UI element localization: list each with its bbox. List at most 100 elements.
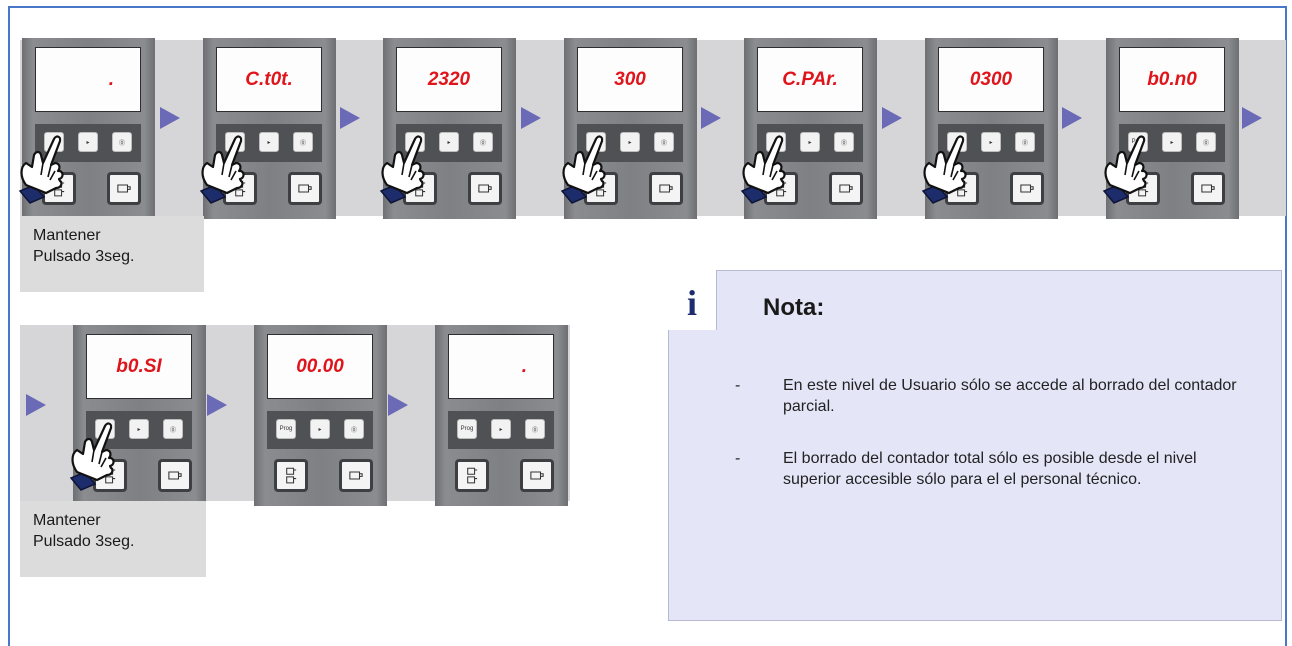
control-panel: C.PAr. ▸ ⓪ xyxy=(740,38,877,219)
next-key[interactable]: ▸ xyxy=(620,132,640,152)
next-key[interactable]: ▸ xyxy=(129,419,149,439)
power-key[interactable]: ⓪ xyxy=(1015,132,1035,152)
display-screen: 0300 xyxy=(938,47,1044,112)
double-cup-icon xyxy=(415,180,426,196)
next-key[interactable]: ▸ xyxy=(259,132,279,152)
single-cup-button[interactable] xyxy=(1191,172,1225,205)
double-cup-icon xyxy=(54,180,65,196)
cup-icon xyxy=(168,471,182,480)
note-item-dash: - xyxy=(735,377,741,394)
next-step-arrow-icon xyxy=(882,107,902,129)
hold-label-row1: Mantener Pulsado 3seg. xyxy=(20,216,204,292)
display-screen: b0.n0 xyxy=(1119,47,1225,112)
pointing-hand-icon xyxy=(61,420,123,492)
power-key[interactable]: ⓪ xyxy=(112,132,132,152)
note-item-text: En este nivel de Usuario sólo se accede … xyxy=(783,377,1237,415)
hold-label-line2: Pulsado 3seg. xyxy=(33,248,135,265)
display-screen: 300 xyxy=(577,47,683,112)
pointing-hand-icon xyxy=(732,133,794,205)
prog-key[interactable]: Prog xyxy=(457,419,477,439)
single-cup-button[interactable] xyxy=(107,172,141,205)
cup-icon xyxy=(349,471,363,480)
hold-label-line1: Mantener xyxy=(33,512,101,529)
keypad: Prog ▸ ⓪ xyxy=(448,411,554,449)
display-value: 0300 xyxy=(969,68,1013,90)
power-key[interactable]: ⓪ xyxy=(344,419,364,439)
next-key[interactable]: ▸ xyxy=(491,419,511,439)
display-screen: . xyxy=(35,47,141,112)
cup-icon xyxy=(478,184,492,193)
power-key[interactable]: ⓪ xyxy=(163,419,183,439)
double-cup-button[interactable] xyxy=(455,459,489,492)
note-item-dash: - xyxy=(735,450,741,467)
power-key[interactable]: ⓪ xyxy=(1196,132,1216,152)
next-key[interactable]: ▸ xyxy=(981,132,1001,152)
power-key[interactable]: ⓪ xyxy=(473,132,493,152)
display-value: 2320 xyxy=(427,68,471,90)
control-panel: 300 ▸ ⓪ xyxy=(560,38,697,219)
display-value: C.PAr. xyxy=(782,68,838,90)
power-key[interactable]: ⓪ xyxy=(293,132,313,152)
hold-label-line2: Pulsado 3seg. xyxy=(33,533,135,550)
next-step-arrow-icon xyxy=(1242,107,1262,129)
next-step-arrow-icon xyxy=(521,107,541,129)
next-step-arrow-icon xyxy=(1062,107,1082,129)
control-panel: b0.SI ▸ ⓪ xyxy=(69,325,206,506)
next-key[interactable]: ▸ xyxy=(800,132,820,152)
single-cup-button[interactable] xyxy=(288,172,322,205)
cup-icon xyxy=(1020,184,1034,193)
single-cup-button[interactable] xyxy=(520,459,554,492)
single-cup-button[interactable] xyxy=(1010,172,1044,205)
next-key[interactable]: ▸ xyxy=(78,132,98,152)
display-value: C.t0t. xyxy=(245,68,293,90)
display-screen: 00.00 xyxy=(267,334,373,399)
single-cup-button[interactable] xyxy=(468,172,502,205)
double-cup-icon xyxy=(776,180,787,196)
prog-key[interactable]: Prog xyxy=(276,419,296,439)
display-value: 00.00 xyxy=(296,355,344,377)
single-cup-button[interactable] xyxy=(829,172,863,205)
next-step-arrow-icon xyxy=(388,394,408,416)
cup-icon xyxy=(1201,184,1215,193)
next-key[interactable]: ▸ xyxy=(439,132,459,152)
note-icon-area xyxy=(668,270,717,330)
cup-icon xyxy=(839,184,853,193)
control-panel: b0.n0Prog▸⓪ xyxy=(1102,38,1239,219)
next-key[interactable]: ▸ xyxy=(310,419,330,439)
note-item: - En este nivel de Usuario sólo se acced… xyxy=(735,375,1255,419)
note-title: Nota: xyxy=(763,294,825,321)
double-cup-icon xyxy=(596,180,607,196)
power-key[interactable]: ⓪ xyxy=(834,132,854,152)
pointing-hand-icon xyxy=(371,133,433,205)
power-key[interactable]: ⓪ xyxy=(525,419,545,439)
double-cup-icon xyxy=(467,467,478,483)
cup-icon xyxy=(659,184,673,193)
next-step-arrow-icon xyxy=(207,394,227,416)
power-key[interactable]: ⓪ xyxy=(654,132,674,152)
display-value: . xyxy=(521,355,527,377)
next-step-arrow-icon xyxy=(26,394,46,416)
display-screen: C.PAr. xyxy=(757,47,863,112)
display-screen: 2320 xyxy=(396,47,502,112)
pointing-hand-icon xyxy=(10,133,72,205)
info-icon: i xyxy=(686,283,697,323)
pointing-hand-icon xyxy=(552,133,614,205)
display-value: b0.SI xyxy=(116,355,162,377)
double-cup-icon xyxy=(235,180,246,196)
single-cup-button[interactable] xyxy=(649,172,683,205)
single-cup-button[interactable] xyxy=(339,459,373,492)
next-step-arrow-icon xyxy=(340,107,360,129)
single-cup-button[interactable] xyxy=(158,459,192,492)
double-cup-button[interactable] xyxy=(274,459,308,492)
control-panel: C.t0t. ▸ ⓪ xyxy=(199,38,336,219)
diagram-frame xyxy=(8,6,1287,646)
double-cup-icon xyxy=(286,467,297,483)
next-key[interactable]: ▸ xyxy=(1162,132,1182,152)
next-step-arrow-icon xyxy=(701,107,721,129)
display-value: b0.n0 xyxy=(1147,68,1197,90)
control-panel: 2320 ▸ ⓪ xyxy=(379,38,516,219)
display-value: . xyxy=(108,68,114,90)
note-item: - El borrado del contador total sólo es … xyxy=(735,448,1255,514)
double-cup-icon xyxy=(105,467,116,483)
double-cup-icon xyxy=(957,180,968,196)
